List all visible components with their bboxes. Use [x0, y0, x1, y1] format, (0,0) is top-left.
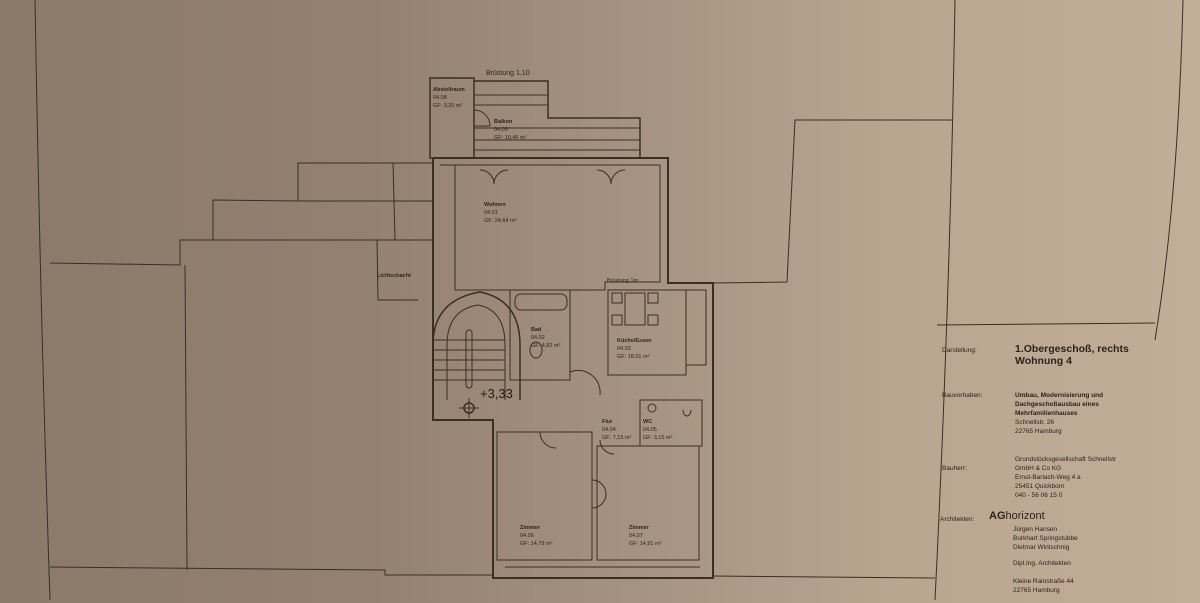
title-darstellung: Darstellung: 1.Obergeschoß, rechts Wohnu…	[942, 343, 1129, 367]
room-wc: WC 04.05 GF: 3,15 m²	[643, 419, 673, 441]
kitchen-rail-label: Brüstung 1m	[607, 278, 639, 284]
firm-logo: AGhorizont	[989, 510, 1045, 522]
title-bauvorhaben: Bauvorhaben: Umbau, Modernisierung und D…	[942, 392, 1104, 435]
room-hallway: Flur 04.04 GF: 7,15 m²	[602, 419, 632, 441]
title-bauherr: Bauherr: Grundstücksgesellschaft Schnell…	[942, 456, 1117, 499]
light-shaft-label: Lichtschacht	[377, 273, 411, 279]
room-bedroom-1: Zimmer 04.06 GF: 14,79 m²	[520, 525, 553, 547]
room-storage: Abstellraum 04.08 GF: 3,20 m²	[433, 87, 465, 109]
room-bedroom-2: Zimmer 04.07 GF: 14,91 m²	[629, 525, 662, 547]
title-block-edge	[934, 0, 956, 600]
room-balcony: Balkon 04.09 GF: 10,46 m²	[494, 119, 527, 141]
room-kitchen: Küche/Essen 04.03 GF: 18,01 m²	[617, 338, 652, 360]
room-living: Wohnen 04.01 GF: 24,64 m²	[484, 202, 517, 224]
sheet-edge-left	[34, 0, 51, 600]
balcony-rail-label: Brüstung 1,10	[486, 70, 530, 77]
level-mark: +3,33	[480, 386, 513, 401]
title-architekten: Architekten: AGhorizont Jürgen Hansen Bu…	[940, 510, 1078, 595]
room-bath: Bad 04.02 GF: 4,82 m²	[531, 327, 561, 349]
